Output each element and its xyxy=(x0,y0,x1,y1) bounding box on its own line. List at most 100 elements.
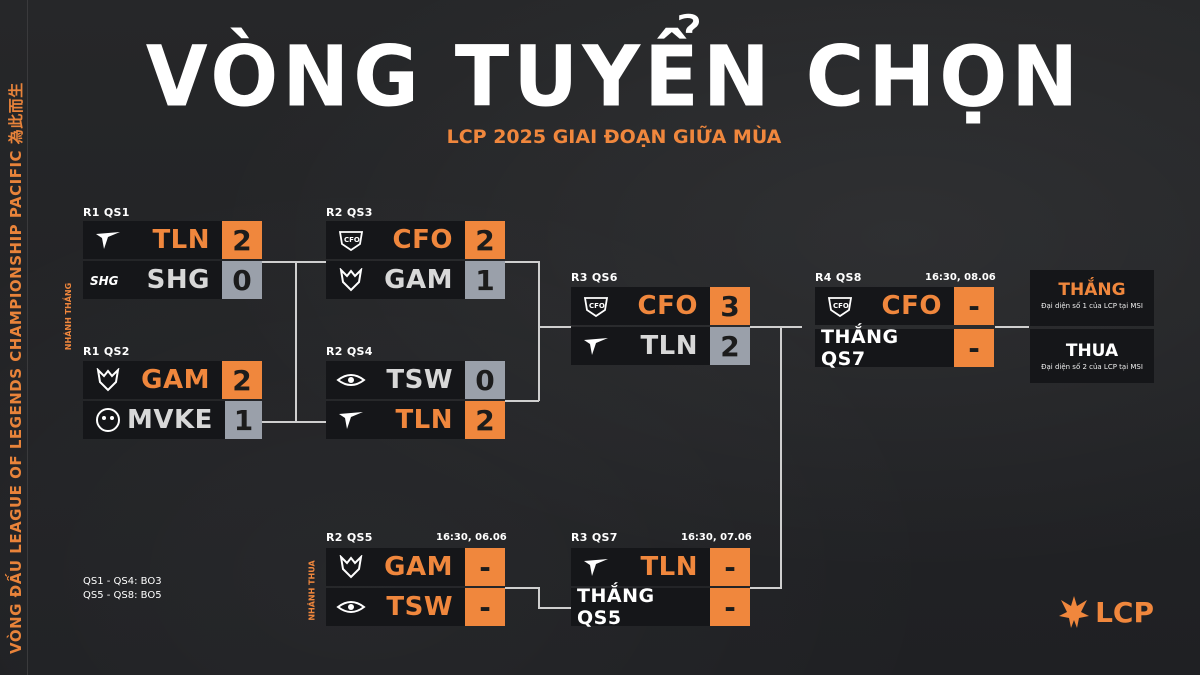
team-score: - xyxy=(465,548,505,586)
connector-line xyxy=(505,587,539,589)
connector-line xyxy=(538,261,540,401)
team-name: GAM xyxy=(384,552,453,582)
team-name: THẮNG QS5 xyxy=(577,585,655,629)
result-desc: Đại diện số 2 của LCP tại MSI xyxy=(1041,363,1143,371)
team-score: - xyxy=(954,287,994,325)
match-row[interactable]: GAM - xyxy=(326,548,505,586)
team-name: TSW xyxy=(386,592,453,622)
page-subtitle: LCP 2025 GIAI ĐOẠN GIỮA MÙA xyxy=(446,126,782,148)
connector-line xyxy=(995,326,1029,328)
result-winner: THẮNG Đại diện số 1 của LCP tại MSI xyxy=(1030,270,1154,326)
match-row[interactable]: TSW - xyxy=(326,588,505,626)
lcp-crest-icon xyxy=(1059,596,1090,628)
team-name: TLN xyxy=(395,405,453,435)
match-row[interactable]: SHG SHG 0 xyxy=(83,261,262,299)
cfo-logo-icon: CFO xyxy=(332,227,370,253)
format-legend: QS1 - QS4: BO3 QS5 - QS8: BO5 xyxy=(83,575,162,603)
match-row[interactable]: TSW 0 xyxy=(326,361,505,399)
talon-logo-icon xyxy=(332,407,370,433)
side-banner: VÒNG ĐẤU LEAGUE OF LEGENDS CHAMPIONSHIP … xyxy=(0,0,28,675)
branch-label-upper: NHÁNH THẮNG xyxy=(64,282,74,351)
team-score: 1 xyxy=(465,261,505,299)
connector-line xyxy=(750,587,782,589)
connector-line xyxy=(505,261,539,263)
match-row[interactable]: TLN - xyxy=(571,548,750,586)
team-name: CFO xyxy=(392,225,453,255)
tsw-logo-icon xyxy=(332,367,370,393)
match-row[interactable]: CFO CFO 2 xyxy=(326,221,505,259)
match-row[interactable]: GAM 2 xyxy=(83,361,262,399)
connector-line xyxy=(262,421,296,423)
svg-text:CFO: CFO xyxy=(344,236,360,244)
talon-logo-icon xyxy=(577,554,615,580)
connector-line xyxy=(295,261,297,422)
team-score: 2 xyxy=(222,361,262,399)
mvke-logo-icon xyxy=(89,407,127,433)
result-title: THUA xyxy=(1065,341,1119,361)
connector-line xyxy=(538,607,571,609)
match-row[interactable]: CFO CFO - xyxy=(815,287,994,325)
legend-line: QS1 - QS4: BO3 xyxy=(83,576,162,587)
svg-text:CFO: CFO xyxy=(589,302,605,310)
connector-line xyxy=(538,587,540,608)
team-name: THẮNG QS7 xyxy=(821,326,899,370)
team-name: CFO xyxy=(881,291,942,321)
match-label: R1 QS2 xyxy=(83,345,130,358)
tsw-logo-icon xyxy=(332,594,370,620)
team-score: 2 xyxy=(222,221,262,259)
match-label: R2 QS4 xyxy=(326,345,373,358)
result-title: THẮNG xyxy=(1058,280,1126,300)
talon-logo-icon xyxy=(89,227,127,253)
result-loser: THUA Đại diện số 2 của LCP tại MSI xyxy=(1030,329,1154,383)
svg-text:CFO: CFO xyxy=(833,302,849,310)
match-row[interactable]: THẮNG QS7 - xyxy=(815,326,994,370)
match-row[interactable]: CFO CFO 3 xyxy=(571,287,750,325)
match-label: R1 QS1 xyxy=(83,206,130,219)
match-row[interactable]: MVKE 1 xyxy=(83,401,262,439)
connector-line xyxy=(296,421,328,423)
connector-line xyxy=(505,400,539,402)
shg-logo-icon: SHG xyxy=(89,267,127,293)
team-score: 0 xyxy=(465,361,505,399)
team-name: GAM xyxy=(384,265,453,295)
team-score: 2 xyxy=(465,221,505,259)
side-banner-text: VÒNG ĐẤU LEAGUE OF LEGENDS CHAMPIONSHIP … xyxy=(7,82,25,654)
team-score: - xyxy=(710,588,750,626)
lcp-logo-text: LCP xyxy=(1095,595,1154,629)
match-row[interactable]: TLN 2 xyxy=(83,221,262,259)
result-desc: Đại diện số 1 của LCP tại MSI xyxy=(1041,302,1143,310)
cfo-logo-icon: CFO xyxy=(577,293,615,319)
match-row[interactable]: TLN 2 xyxy=(571,327,750,365)
team-name: MVKE xyxy=(127,405,213,435)
match-row[interactable]: GAM 1 xyxy=(326,261,505,299)
branch-label-lower: NHÁNH THUA xyxy=(307,560,317,621)
team-name: GAM xyxy=(141,365,210,395)
match-label: R3 QS6 xyxy=(571,271,618,284)
match-label: R3 QS7 xyxy=(571,531,618,544)
svg-text:SHG: SHG xyxy=(90,274,119,287)
team-name: CFO xyxy=(637,291,698,321)
gam-logo-icon xyxy=(332,554,370,580)
match-label: R2 QS5 xyxy=(326,531,373,544)
team-name: TLN xyxy=(640,552,698,582)
gam-logo-icon xyxy=(89,367,127,393)
match-row[interactable]: THẮNG QS5 - xyxy=(571,585,750,629)
match-time: 16:30, 08.06 xyxy=(925,272,996,283)
team-score: 2 xyxy=(710,327,750,365)
match-label: R2 QS3 xyxy=(326,206,373,219)
team-name: TSW xyxy=(386,365,453,395)
team-score: 0 xyxy=(222,261,262,299)
lcp-logo: LCP xyxy=(1057,594,1154,630)
match-row[interactable]: TLN 2 xyxy=(326,401,505,439)
connector-line xyxy=(780,326,782,588)
connector-line xyxy=(262,261,296,263)
cfo-logo-icon: CFO xyxy=(821,293,859,319)
talon-logo-icon xyxy=(577,333,615,359)
team-score: 3 xyxy=(710,287,750,325)
gam-logo-icon xyxy=(332,267,370,293)
connector-line xyxy=(296,261,328,263)
match-label: R4 QS8 xyxy=(815,271,862,284)
team-score: - xyxy=(465,588,505,626)
match-time: 16:30, 07.06 xyxy=(681,532,752,543)
team-name: TLN xyxy=(640,331,698,361)
